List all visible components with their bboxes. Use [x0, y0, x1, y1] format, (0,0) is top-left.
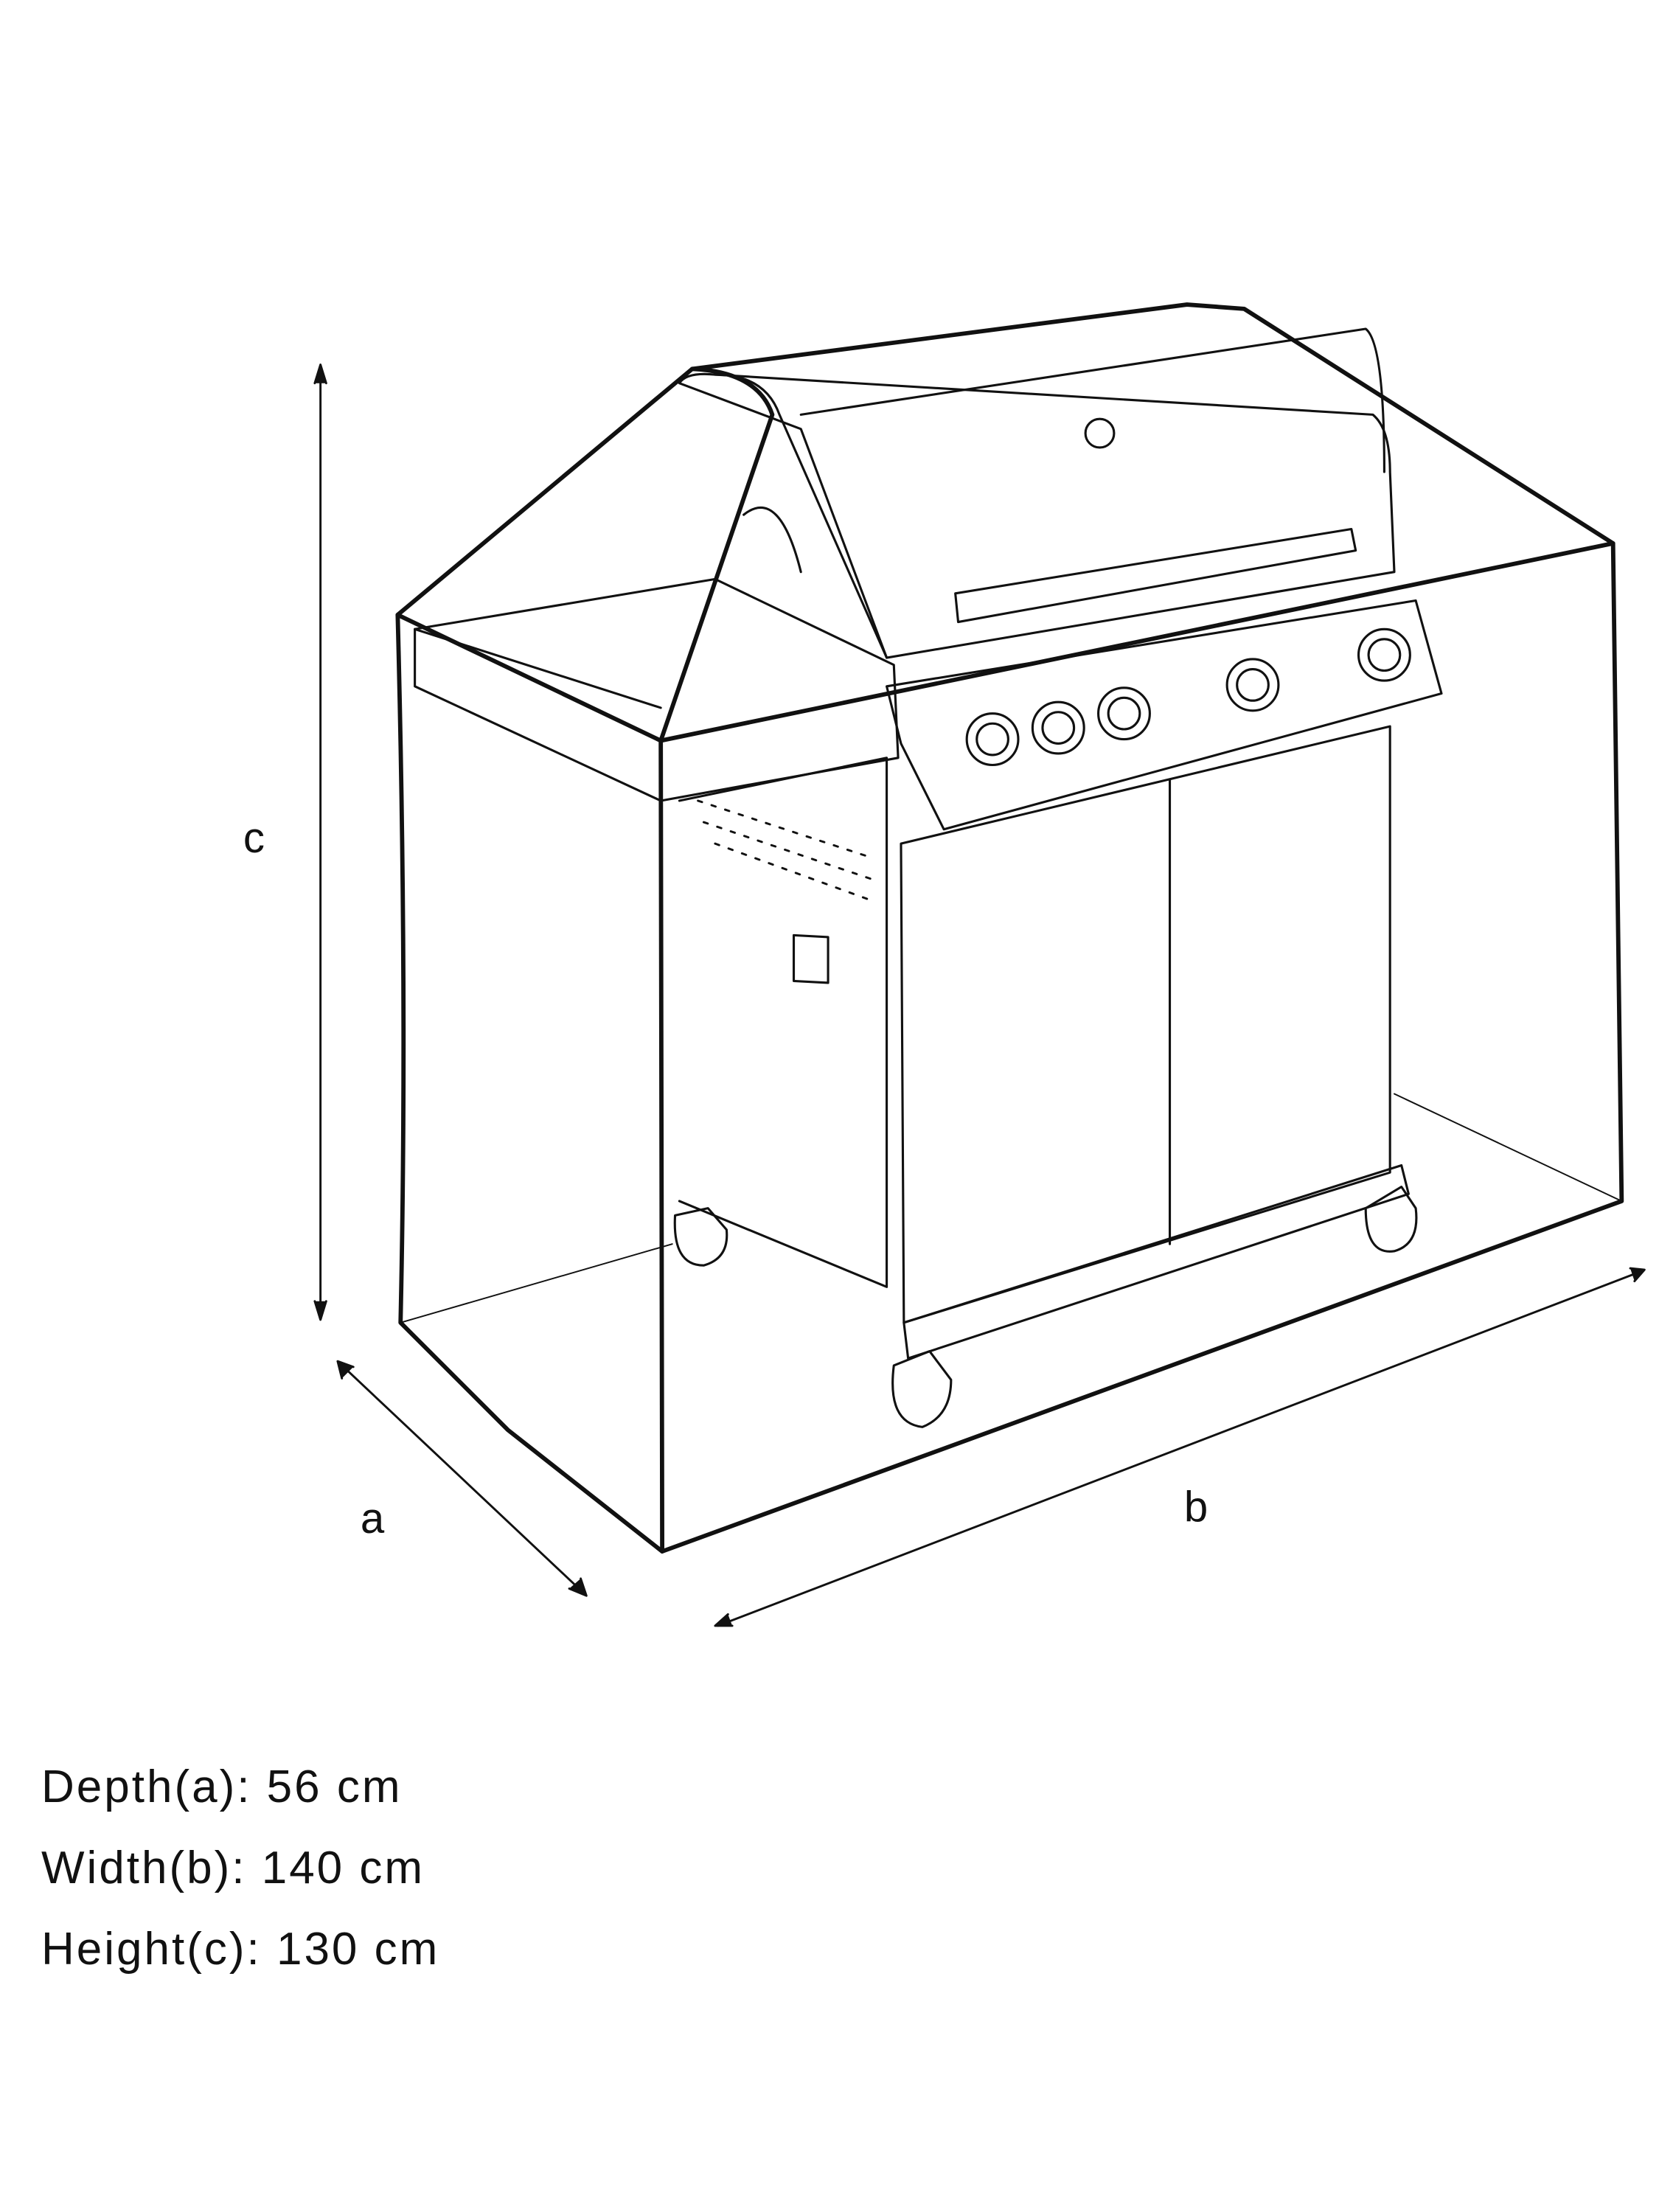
dimension-depth: Depth(a): 56 cm	[41, 1761, 403, 1812]
dimension-height: Height(c): 130 cm	[41, 1924, 440, 1975]
dimension-arrow-c	[313, 364, 327, 1321]
cover-inner-edges	[400, 1093, 1623, 1324]
grill	[414, 327, 1443, 1428]
dimension-width: Width(b): 140 cm	[41, 1843, 425, 1893]
dimension-arrow-b	[714, 1267, 1646, 1627]
cover-outline	[395, 302, 1624, 1554]
label-a: a	[361, 1495, 385, 1543]
dimension-arrow-a	[336, 1360, 588, 1597]
label-b: b	[1184, 1483, 1208, 1531]
control-knobs	[965, 627, 1411, 767]
label-c: c	[243, 814, 265, 862]
vent-holes	[697, 799, 874, 902]
